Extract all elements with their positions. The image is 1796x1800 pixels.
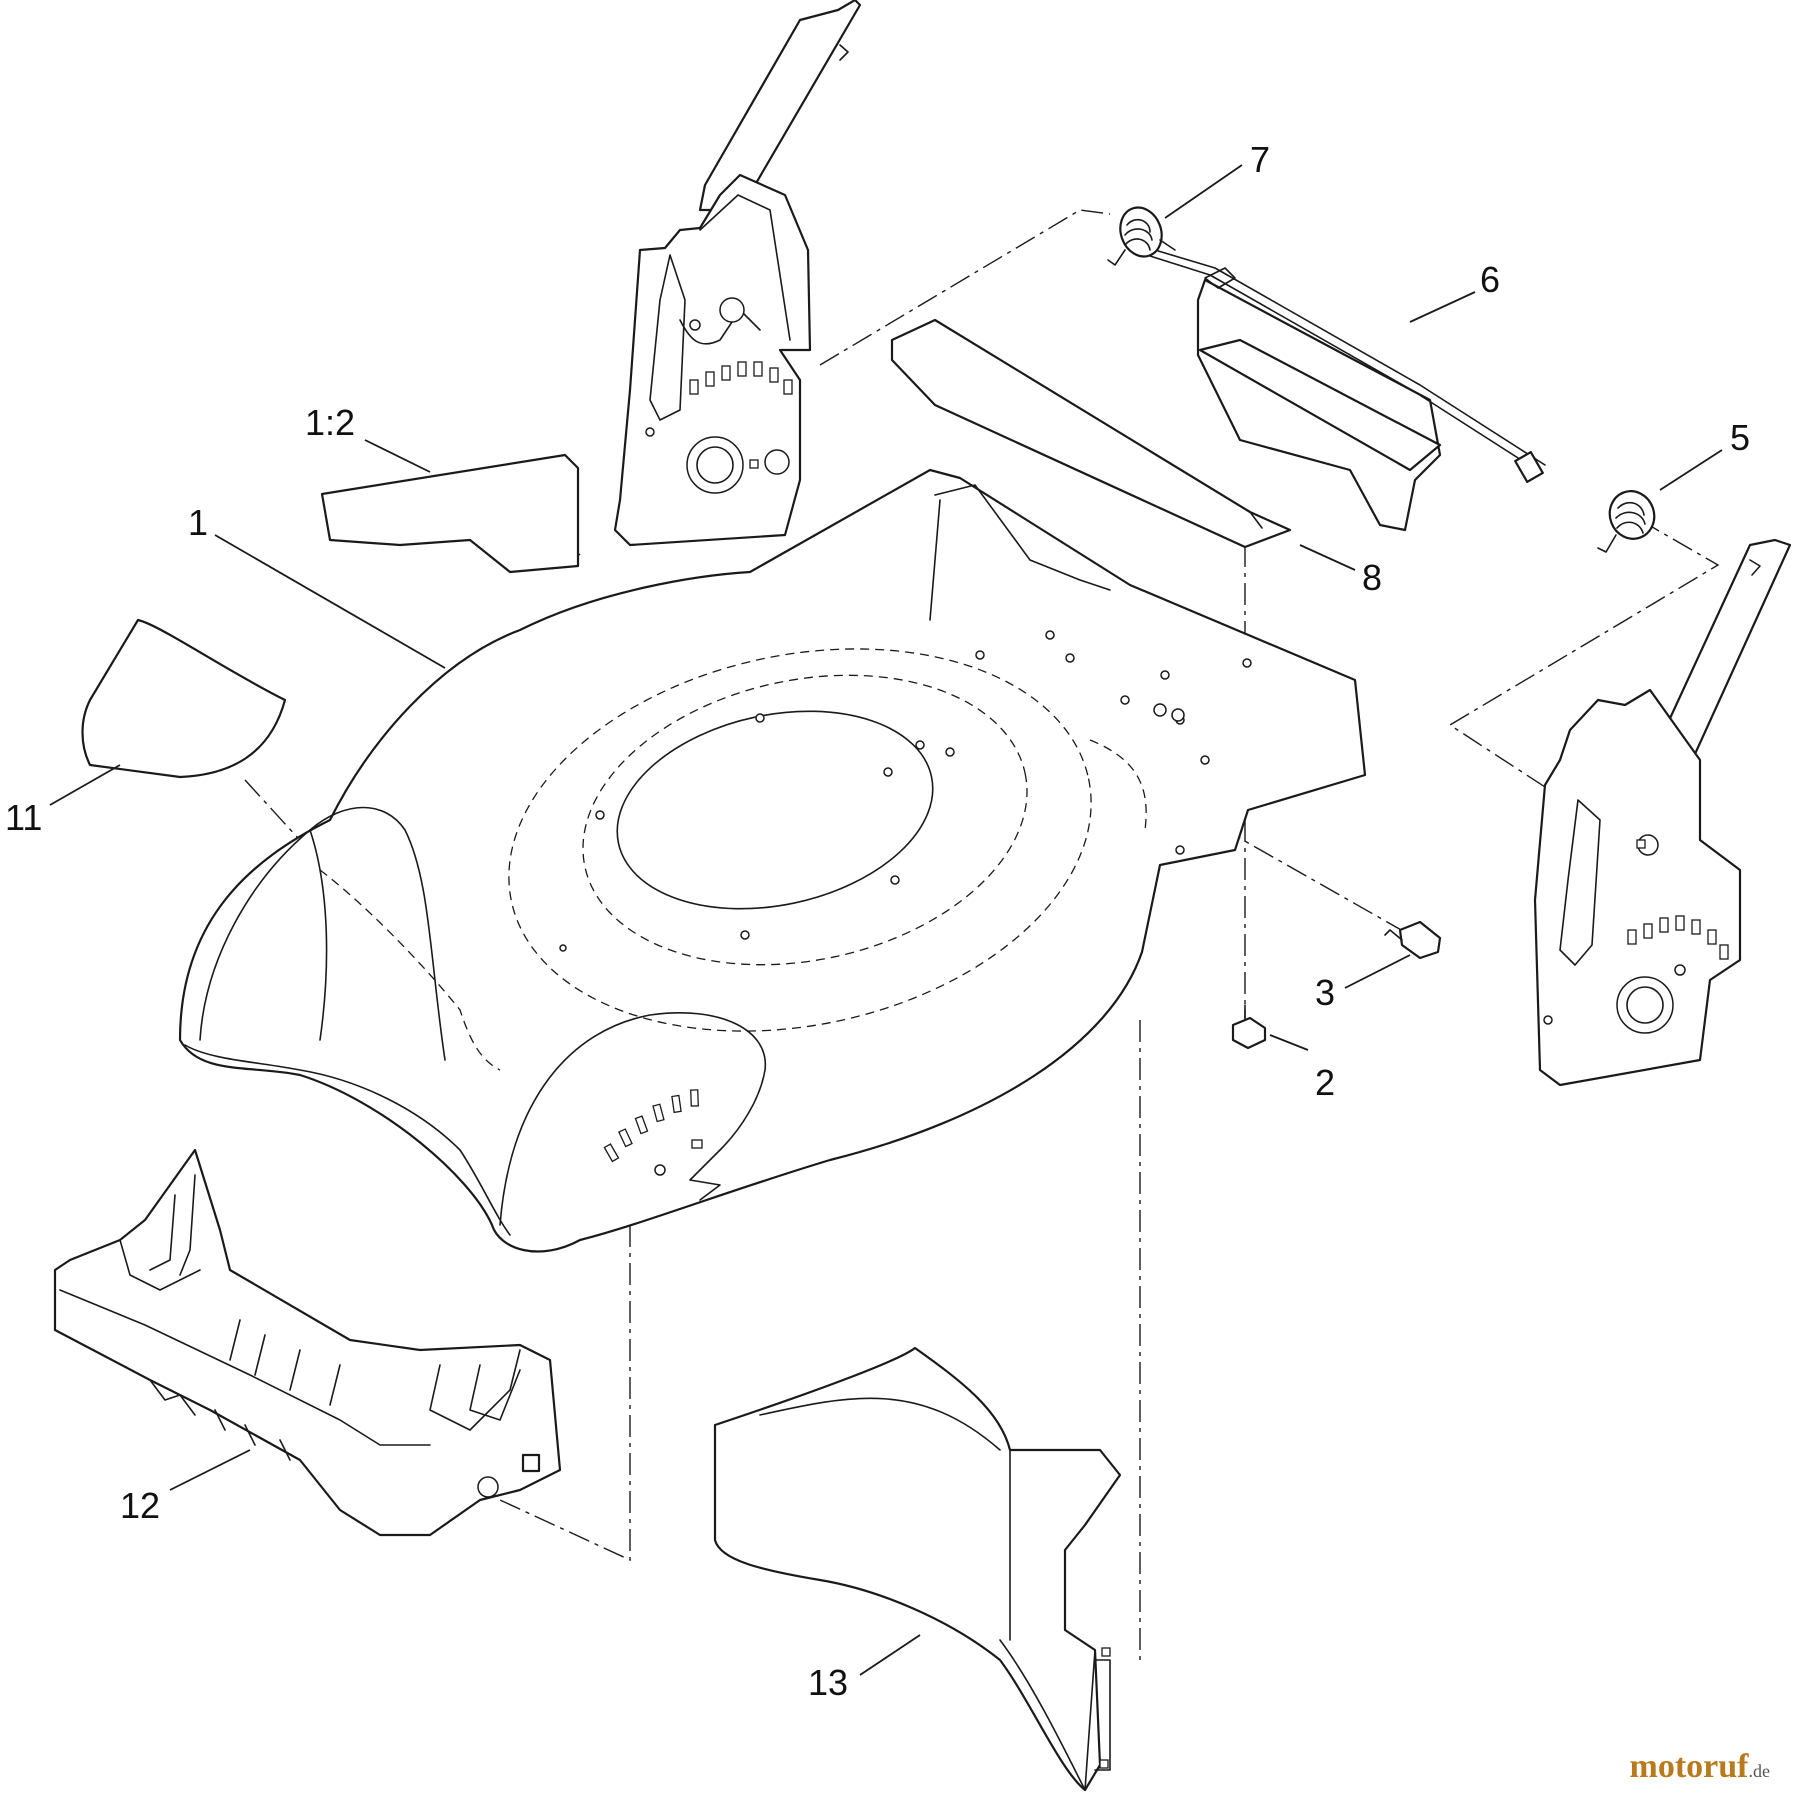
part-6-axle	[1149, 249, 1546, 532]
housing-vent-slots	[603, 1089, 699, 1163]
height-adjust-left	[613, 0, 862, 547]
callout-5: 5	[1730, 417, 1750, 458]
callout-1-2: 1:2	[305, 402, 355, 443]
callout-3: 3	[1315, 972, 1335, 1013]
part-3-bolt	[1384, 920, 1442, 960]
mower-deck	[178, 468, 1367, 1253]
deck-holes	[559, 630, 1252, 952]
callout-11: 11	[5, 797, 42, 838]
callout-12: 12	[120, 1485, 160, 1526]
height-adjust-right	[1533, 538, 1792, 1087]
callout-2: 2	[1315, 1062, 1335, 1103]
right-plate-notches	[1627, 915, 1729, 960]
callout-1: 1	[188, 502, 208, 543]
callout-13: 13	[808, 1662, 848, 1703]
part-2-bolt	[1231, 1004, 1267, 1050]
part-13-chute-baffle	[713, 1346, 1122, 1792]
part-11-decal	[81, 618, 287, 779]
part-8-baffle	[890, 318, 1292, 549]
part-1-2-decal	[320, 453, 580, 574]
callout-labels: 1 1:2 2 3 5 6 7 8 11 12 13	[5, 139, 1750, 1703]
left-plate-notches	[689, 361, 793, 395]
watermark-logo: motoruf.de	[1630, 1748, 1770, 1786]
watermark-name: motoruf	[1629, 1748, 1749, 1785]
part-7-spring	[1107, 206, 1176, 266]
part-5-spring	[1597, 490, 1656, 553]
leader-lines	[49, 164, 1723, 1676]
callout-7: 7	[1250, 139, 1270, 180]
callout-6: 6	[1480, 259, 1500, 300]
part-12-front-baffle	[53, 1148, 562, 1537]
watermark-suffix: .de	[1748, 1761, 1771, 1781]
callout-8: 8	[1362, 557, 1382, 598]
